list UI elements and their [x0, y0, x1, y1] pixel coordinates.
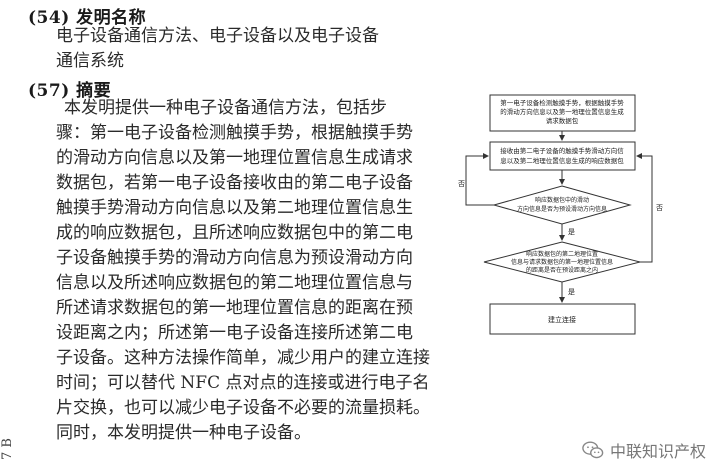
wechat-icon	[582, 441, 604, 459]
flow-decision-direction-text: 响应数据包中的滑动	[535, 196, 589, 204]
flow-box-detect-text: 第一电子设备检测触摸手势，根据触摸手势	[500, 98, 624, 107]
title-line-2: 通信系统	[56, 51, 124, 71]
abstract-line: 子设备。这种方法操作简单，减少用户的建立连接	[56, 348, 430, 368]
flow-label-yes-2: 是	[568, 288, 575, 296]
edge-text: 7 B	[0, 438, 15, 460]
flow-label-no-right: 否	[656, 204, 663, 212]
flow-box-connect-text: 建立连接	[548, 315, 576, 324]
flow-box-connect	[489, 303, 636, 335]
abstract-line: 本发明提供一种电子设备通信方法，包括步	[64, 98, 387, 118]
watermark: 中联知识产权	[582, 438, 706, 462]
flow-loop-right	[636, 153, 653, 263]
flow-box-detect-text: 请求数据包	[546, 116, 579, 125]
abstract-line: 设距离之内；所述第一电子设备连接所述第二电	[56, 323, 413, 343]
abstract-line: 片交换，也可以减少电子设备不必要的流量损耗。	[56, 398, 430, 418]
title-heading: (54) 发明名称	[28, 8, 147, 28]
abstract-line: 的滑动方向信息以及第一地理位置信息生成请求	[56, 148, 413, 168]
abstract-line: 子设备触摸手势的滑动方向信息为预设滑动方向	[56, 248, 413, 268]
abstract-heading: (57) 摘要	[28, 81, 112, 101]
abstract-line: 触摸手势滑动方向信息以及第二地理位置信息生	[56, 198, 413, 218]
flow-box-receive	[489, 141, 636, 171]
flow-decision-direction-text: 方向信息是否为预设滑动方向信息	[517, 205, 607, 213]
abstract-line: 数据包，若第一电子设备接收由的第二电子设备	[56, 173, 413, 193]
abstract-line: 同时，本发明提供一种电子设备。	[56, 423, 311, 443]
flow-label-no-left: 否	[458, 180, 465, 188]
abstract-line: 时间；可以替代 NFC 点对点的连接或进行电子名	[56, 373, 430, 393]
flowchart: 第一电子设备检测触摸手势，根据触摸手势 的滑动方向信息以及第一地理位置信息生成 …	[458, 94, 663, 335]
abstract-body: 本发明提供一种电子设备通信方法，包括步 骤：第一电子设备检测触摸手势，根据触摸手…	[56, 96, 430, 446]
flow-decision-direction	[492, 185, 632, 225]
abstract-line: 成的响应数据包，且所述响应数据包中的第二电	[56, 223, 413, 243]
flow-box-receive-text: 接收由第二电子设备的触摸手势滑动方向信	[500, 146, 624, 155]
flow-decision-distance-text: 信息与请求数据包的第一地理位置信息	[511, 258, 613, 266]
flow-decision-distance-text: 的距离是否在预设距离之内	[526, 266, 598, 274]
abstract-line: 所述请求数据包的第一地理位置信息的距离在预	[56, 298, 413, 318]
flow-decision-distance-text: 响应数据包的第二地理位置	[526, 250, 598, 258]
abstract-line: 信息以及所述响应数据包的第二地理位置信息与	[56, 273, 413, 293]
flow-loop-left	[465, 153, 494, 206]
title-line-1: 电子设备通信方法、电子设备以及电子设备	[56, 26, 379, 46]
watermark-text: 中联知识产权	[609, 442, 706, 461]
flow-box-receive-text: 息以及第二地理位置信息生成的响应数据包	[500, 156, 624, 165]
flow-box-detect	[489, 94, 636, 132]
flow-box-detect-text: 的滑动方向信息以及第一地理位置信息生成	[500, 107, 624, 116]
abstract-line: 骤：第一电子设备检测触摸手势，根据触摸手势	[56, 123, 413, 143]
flow-label-yes-1: 是	[568, 228, 575, 236]
